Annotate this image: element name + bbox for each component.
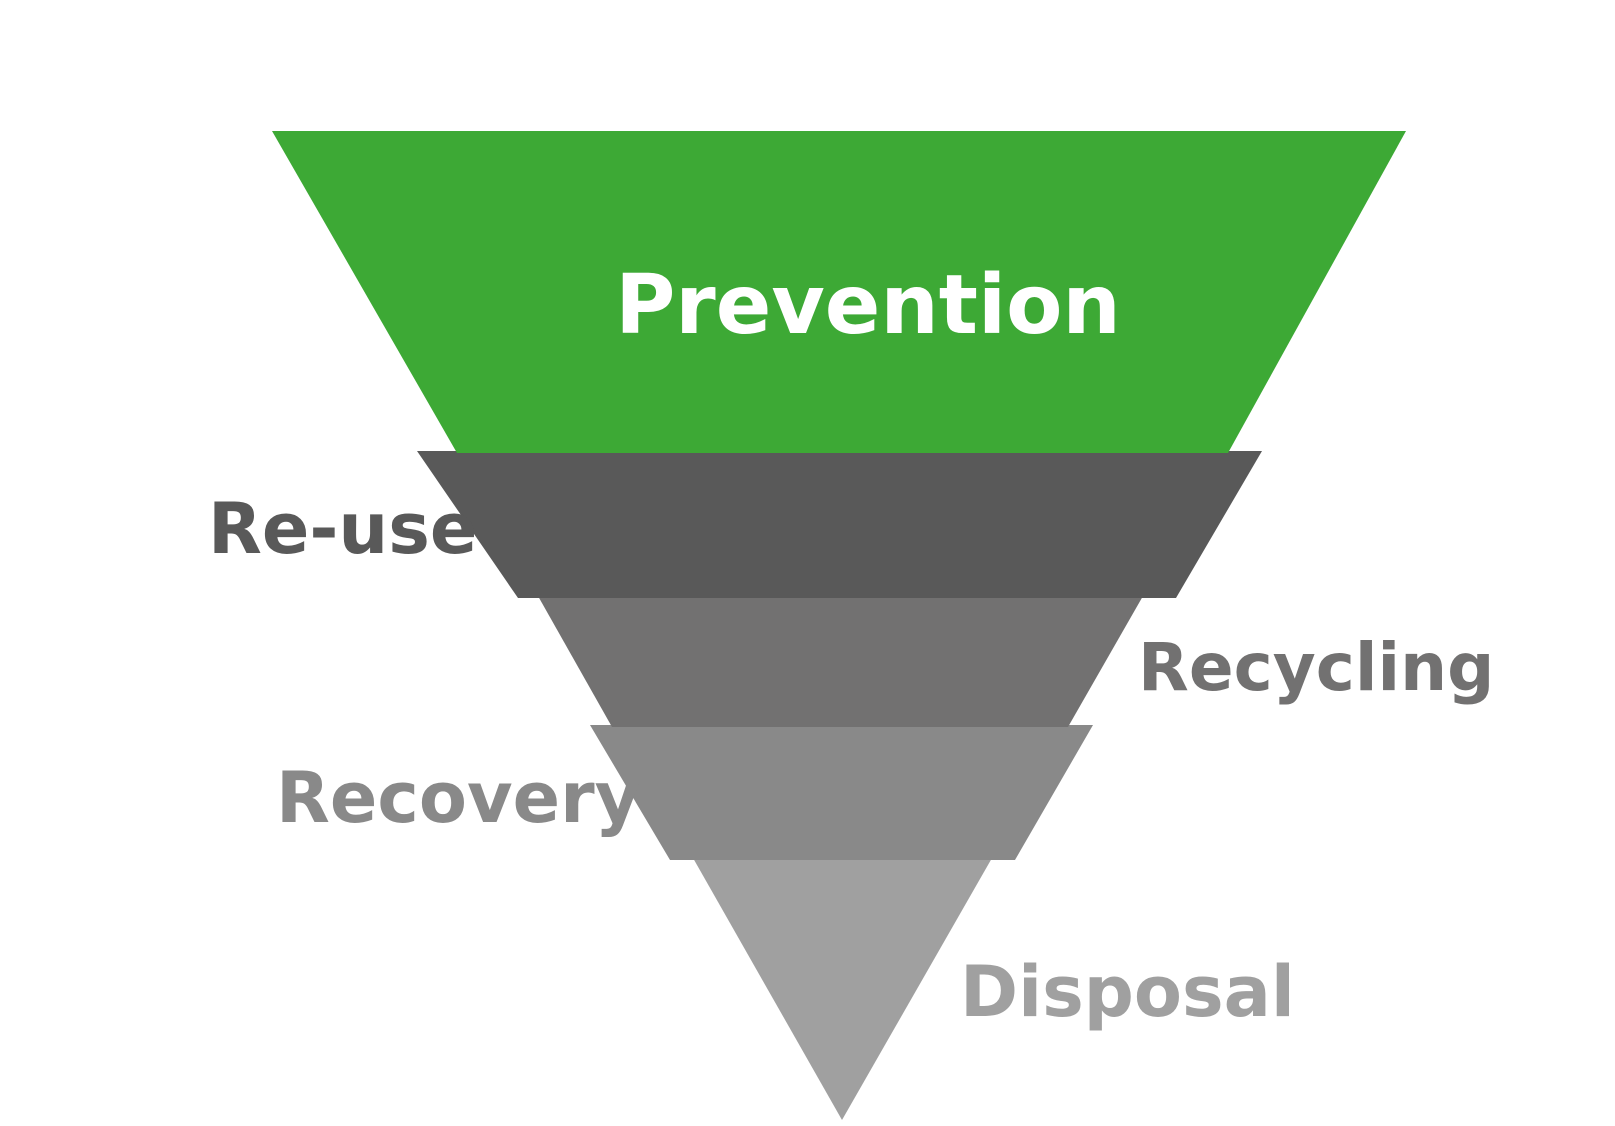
tier-disposal-band	[693, 858, 992, 1120]
tier-reuse-band	[417, 451, 1262, 598]
tier-recycling-label: Recycling	[1138, 629, 1494, 706]
tier-prevention-band	[272, 131, 1406, 453]
tier-recovery-band	[590, 725, 1093, 860]
tier-prevention-label: Prevention	[615, 258, 1121, 353]
tier-recycling-band	[538, 596, 1143, 727]
tier-recovery-label: Recovery	[276, 757, 640, 839]
tier-reuse-label: Re-use	[208, 488, 477, 570]
tier-disposal-label: Disposal	[960, 951, 1295, 1033]
